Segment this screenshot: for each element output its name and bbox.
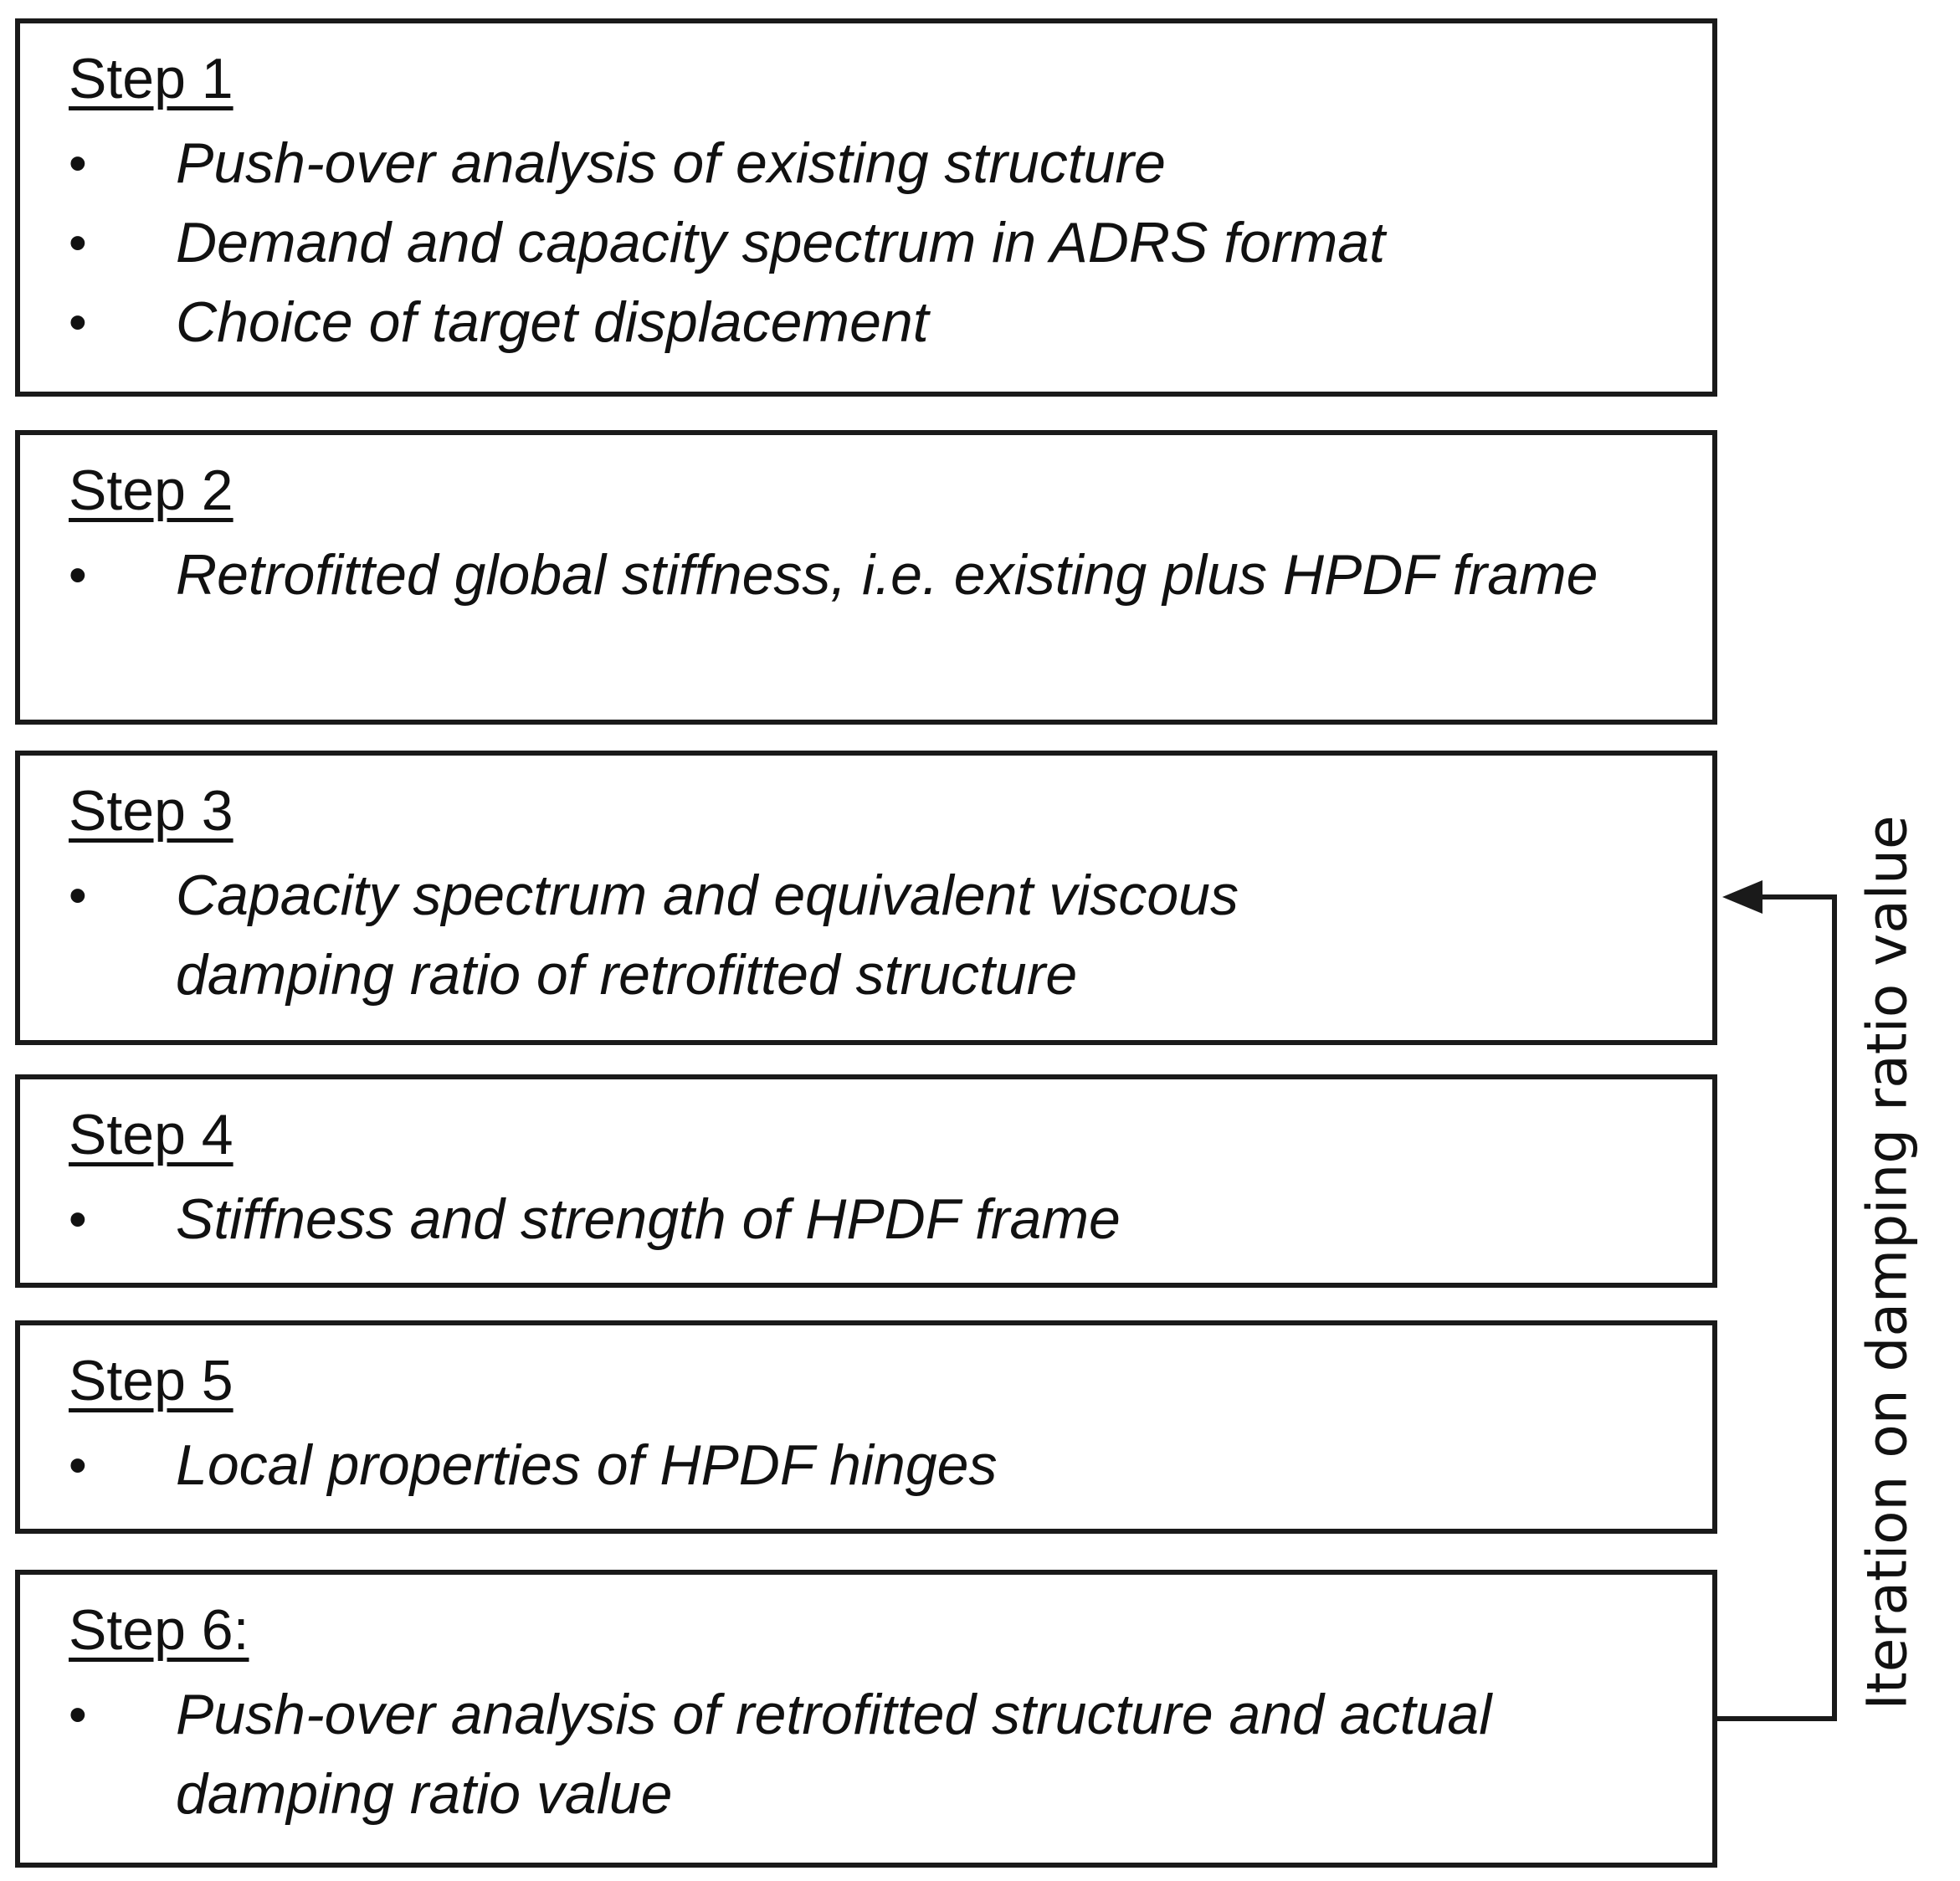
step-1-item-3: • Choice of target displacement [69, 283, 1679, 362]
bullet-icon: • [69, 1686, 87, 1744]
step-4-item-1-text: Stiffness and strength of HPDF frame [176, 1187, 1121, 1251]
step-4-item-1: • Stiffness and strength of HPDF frame [69, 1180, 1679, 1259]
step-2-items: • Retrofitted global stiffness, i.e. exi… [69, 536, 1620, 615]
bullet-icon: • [69, 1437, 87, 1494]
step-3-box: Step 3 • Capacity spectrum and equivalen… [15, 751, 1717, 1045]
step-3-item-1-text: Capacity spectrum and equivalent viscous… [176, 864, 1239, 1007]
step-4-box: Step 4 • Stiffness and strength of HPDF … [15, 1074, 1717, 1288]
bullet-icon: • [69, 546, 87, 604]
step-1-item-3-text: Choice of target displacement [176, 290, 929, 354]
step-1-title: Step 1 [69, 47, 233, 110]
step-5-title: Step 5 [69, 1349, 233, 1412]
arrow-left-icon [1722, 880, 1762, 914]
step-3-item-1: • Capacity spectrum and equivalent visco… [69, 856, 1428, 1015]
step-5-item-1-text: Local properties of HPDF hinges [176, 1433, 998, 1497]
step-6-items: • Push-over analysis of retrofitted stru… [69, 1675, 1587, 1834]
step-1-items: • Push-over analysis of existing structu… [69, 124, 1679, 362]
step-1-item-2-text: Demand and capacity spectrum in ADRS for… [176, 211, 1385, 274]
bullet-icon: • [69, 294, 87, 351]
iteration-label-text: Iteration on damping ratio value [1855, 815, 1920, 1710]
step-1-item-2: • Demand and capacity spectrum in ADRS f… [69, 203, 1679, 283]
step-5-item-1: • Local properties of HPDF hinges [69, 1426, 1679, 1505]
step-6-title: Step 6: [69, 1598, 249, 1662]
step-2-box: Step 2 • Retrofitted global stiffness, i… [15, 430, 1717, 725]
step-2-title: Step 2 [69, 459, 233, 522]
step-1-item-1-text: Push-over analysis of existing structure [176, 131, 1166, 195]
step-1-box: Step 1 • Push-over analysis of existing … [15, 18, 1717, 397]
step-2-item-1-text: Retrofitted global stiffness, i.e. exist… [176, 543, 1598, 607]
step-6-item-1-text: Push-over analysis of retrofitted struct… [176, 1683, 1492, 1826]
bullet-icon: • [69, 135, 87, 192]
bullet-icon: • [69, 214, 87, 272]
step-3-items: • Capacity spectrum and equivalent visco… [69, 856, 1428, 1015]
step-6-box: Step 6: • Push-over analysis of retrofit… [15, 1570, 1717, 1868]
bullet-icon: • [69, 867, 87, 925]
step-4-items: • Stiffness and strength of HPDF frame [69, 1180, 1679, 1259]
step-5-items: • Local properties of HPDF hinges [69, 1426, 1679, 1505]
step-2-item-1: • Retrofitted global stiffness, i.e. exi… [69, 536, 1620, 615]
bullet-icon: • [69, 1191, 87, 1248]
step-5-box: Step 5 • Local properties of HPDF hinges [15, 1320, 1717, 1534]
iteration-loop-line [1717, 894, 1837, 1721]
step-6-item-1: • Push-over analysis of retrofitted stru… [69, 1675, 1587, 1834]
step-3-title: Step 3 [69, 779, 233, 843]
step-4-title: Step 4 [69, 1103, 233, 1166]
step-1-item-1: • Push-over analysis of existing structu… [69, 124, 1679, 203]
